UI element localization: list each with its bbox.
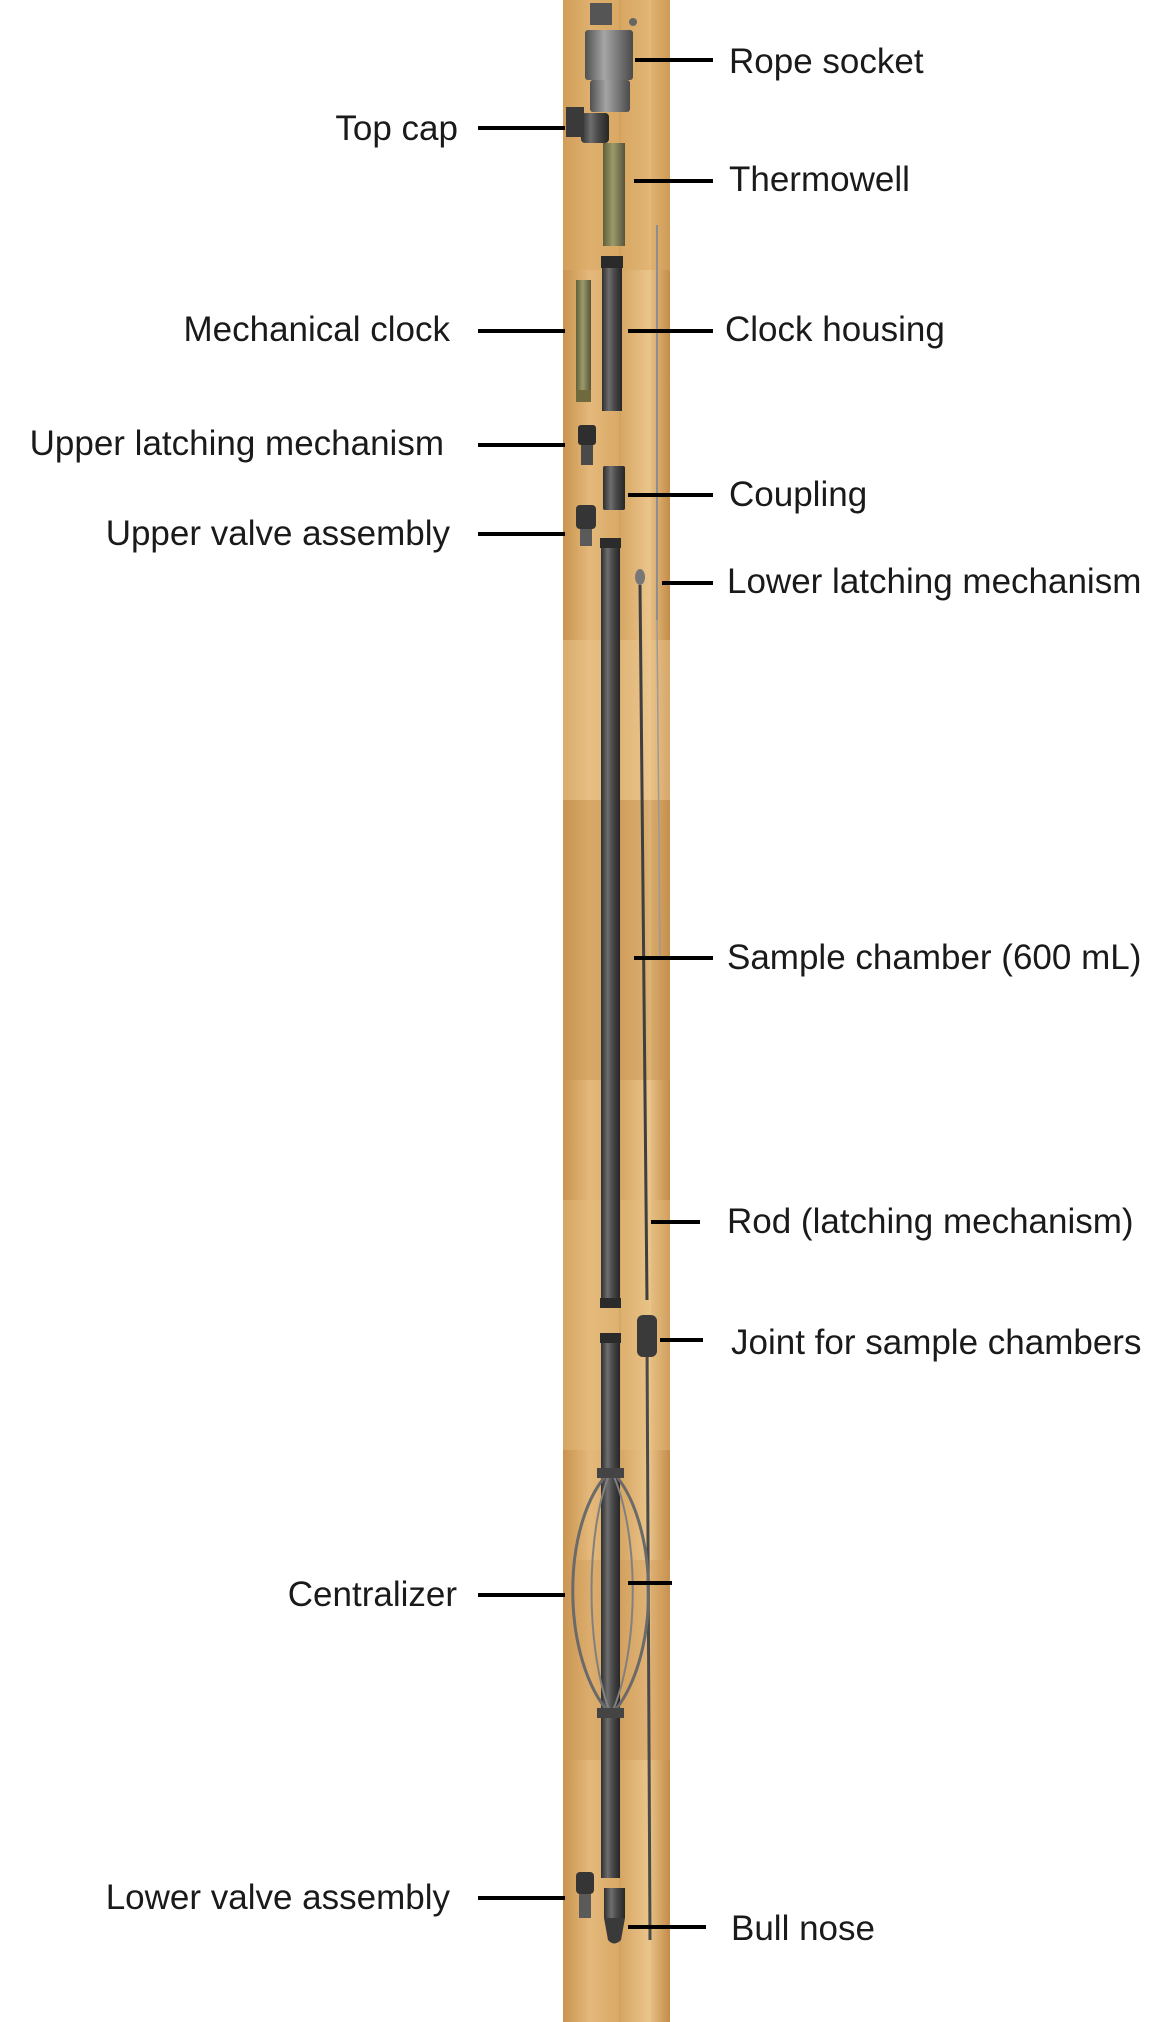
coupling-part xyxy=(603,466,625,510)
label-clock-housing: Clock housing xyxy=(725,310,945,349)
label-joint: Joint for sample chambers xyxy=(731,1323,1142,1362)
label-thermowell: Thermowell xyxy=(729,160,910,199)
rope-socket-part xyxy=(585,3,637,112)
rod-part xyxy=(638,584,661,1941)
joint-part xyxy=(637,1315,657,1357)
mechanical-clock-part xyxy=(576,280,591,402)
label-sample-chamber: Sample chamber (600 mL) xyxy=(727,938,1142,977)
label-lower-valve: Lower valve assembly xyxy=(105,1878,450,1917)
label-lower-latching: Lower latching mechanism xyxy=(727,562,1142,601)
sample-chamber-part xyxy=(600,538,621,1308)
label-top-cap: Top cap xyxy=(335,109,458,148)
label-bull-nose: Bull nose xyxy=(731,1909,875,1948)
lower-valve-part xyxy=(576,1872,594,1918)
upper-latching-part xyxy=(578,425,596,465)
label-rope-socket: Rope socket xyxy=(729,42,924,81)
centralizer-part xyxy=(571,1468,650,1718)
lower-tube-part xyxy=(600,1333,621,1878)
clock-housing-part xyxy=(601,256,623,411)
label-centralizer: Centralizer xyxy=(287,1575,457,1614)
thermowell-part xyxy=(603,143,658,620)
label-mechanical-clock: Mechanical clock xyxy=(183,310,451,349)
label-upper-latching: Upper latching mechanism xyxy=(29,424,444,463)
label-upper-valve: Upper valve assembly xyxy=(105,514,450,553)
leader-lines xyxy=(478,58,713,1929)
lower-latching-part xyxy=(635,569,645,585)
label-coupling: Coupling xyxy=(729,475,868,514)
top-cap-part xyxy=(566,107,609,143)
upper-valve-part xyxy=(576,505,596,546)
bull-nose-part xyxy=(604,1888,625,1944)
label-rod: Rod (latching mechanism) xyxy=(727,1202,1134,1241)
